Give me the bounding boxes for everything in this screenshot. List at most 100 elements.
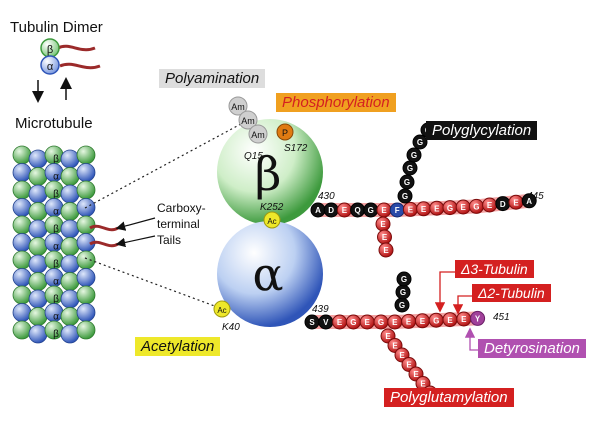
- site-k40: K40: [222, 322, 240, 333]
- alpha-acetyl-badge-text: Ac: [217, 306, 226, 315]
- alpha-tail-residue-letter: E: [392, 318, 398, 327]
- beta-tail-residue-letter: F: [395, 206, 400, 215]
- microtubule-subunit: [76, 250, 96, 270]
- site-beta-445: 445: [527, 191, 544, 202]
- microtubule-subunit: [60, 149, 80, 169]
- beta-acetyl-badge-text: Ac: [267, 217, 276, 226]
- microtubule-subunit: [12, 198, 32, 217]
- microtubule-subunit: [60, 324, 80, 344]
- microtubule-subunit: [28, 324, 48, 344]
- site-q15: Q15: [244, 151, 263, 162]
- microtubule-subunit: [60, 272, 80, 291]
- site-alpha-451: 451: [493, 312, 510, 323]
- beta-tail-residue-letter: E: [421, 205, 427, 214]
- alpha-tail-residue-letter: G: [378, 318, 384, 327]
- alpha-branch-glu-residue-letter: E: [399, 351, 405, 360]
- microtubule-subunit: [76, 145, 96, 165]
- microtubule-subunit: [12, 180, 32, 200]
- microtubule-beta-label: β: [53, 259, 59, 270]
- delta2-arrow: [452, 295, 472, 315]
- carboxy-terminal-line3: Tails: [157, 233, 181, 247]
- alpha-tail-residue-letter: E: [461, 315, 467, 324]
- beta-tail-residue-letter: E: [381, 206, 387, 215]
- microtubule-subunit: [12, 233, 32, 252]
- carboxy-terminal-line2: terminal: [157, 217, 200, 231]
- site-k252: K252: [260, 202, 284, 213]
- alpha-tail-residue-letter: Y: [475, 315, 481, 324]
- beta-tail-residue-letter: E: [408, 206, 414, 215]
- alpha-branch-glu-residue-letter: E: [385, 332, 391, 341]
- carboxy-terminal-line1: Carboxy-: [157, 201, 206, 215]
- alpha-tail-residue-letter: G: [433, 316, 439, 325]
- zoom-line-top: [84, 117, 253, 209]
- label-delta2-tubulin: Δ2-Tubulin: [472, 284, 551, 302]
- beta-tail-residue-letter: A: [315, 206, 321, 215]
- microtubule-tail-1: [89, 224, 119, 232]
- beta-tail-residue-letter: E: [487, 201, 493, 210]
- beta-branch-glu-residue: [378, 242, 394, 258]
- alpha-acetyl-badge: [213, 300, 231, 318]
- alpha-tail-residue: [470, 310, 486, 326]
- tail-arrow-1: [115, 217, 156, 231]
- microtubule-subunit: [28, 219, 48, 239]
- beta-branch-gly-residue-letter: G: [404, 178, 410, 187]
- beta-branch-glu-residue-letter: E: [382, 233, 388, 242]
- microtubule-beta-label: β: [53, 154, 59, 165]
- beta-tubulin-sphere: [217, 119, 323, 225]
- beta-tail-residue-letter: E: [434, 204, 440, 213]
- label-detyrosination: Detyrosination: [478, 339, 586, 358]
- beta-branch-gly-residue-letter: G: [407, 164, 413, 173]
- microtubule-subunit: [60, 184, 80, 204]
- beta-tail-residue-letter: E: [461, 203, 467, 212]
- label-acetylation: Acetylation: [135, 337, 221, 356]
- beta-symbol: β: [255, 147, 282, 201]
- microtubule-subunit: [12, 163, 32, 182]
- microtubule-subunit: [76, 285, 96, 305]
- microtubule-subunit: [12, 250, 32, 270]
- microtubule-subunit: [28, 202, 48, 221]
- microtubule-subunit: [28, 184, 48, 204]
- microtubule-subunit: [28, 149, 48, 169]
- microtubule-subunit: [12, 303, 32, 322]
- microtubule-subunit: [12, 268, 32, 287]
- microtubule-subunit: [60, 202, 80, 221]
- beta-branch-glu-residue-letter: E: [383, 246, 389, 255]
- beta-tail-residue-letter: E: [342, 206, 348, 215]
- microtubule-subunit: [76, 320, 96, 340]
- microtubule-subunit: [76, 180, 96, 200]
- alpha-branch-glu-residue-letter: E: [406, 361, 412, 370]
- amine-badge-1-text: Am: [231, 102, 245, 112]
- label-delta3-tubulin: Δ3-Tubulin: [455, 260, 534, 278]
- phospho-badge: [276, 123, 294, 141]
- detyrosination-arrow: [464, 327, 480, 351]
- beta-tail-residue: [521, 193, 537, 209]
- zoom-line-bottom: [84, 257, 221, 309]
- beta-acetyl-badge: [263, 211, 281, 229]
- c-terminal-tails: ADEQGEFEEEGEGEDEAEEEGGGGGGSVEGEGEEEGEEYG…: [304, 122, 537, 401]
- microtubule-subunit: [76, 215, 96, 235]
- alpha-tail-residue-letter: S: [309, 318, 315, 327]
- microtubule-subunit: [60, 167, 80, 186]
- dimer-beta-tail: [57, 44, 96, 52]
- label-polyglycylation: Polyglycylation: [426, 121, 538, 140]
- microtubule-subunit: [76, 268, 96, 287]
- microtubule-subunit: [76, 163, 96, 182]
- microtubule-tail-2: [89, 240, 119, 248]
- dimer-alpha-tail: [59, 62, 101, 70]
- beta-branch-gly-residue: [406, 147, 422, 163]
- microtubule-subunit: [28, 289, 48, 309]
- microtubule-subunit: [60, 289, 80, 309]
- amine-badge-3-text: Am: [251, 130, 265, 140]
- microtubule-subunit: [60, 307, 80, 326]
- microtubule-subunit: [76, 303, 96, 322]
- microtubule-alpha-label: α: [53, 207, 59, 218]
- beta-branch-gly-residue-letter: G: [417, 138, 423, 147]
- beta-tail-residue-letter: G: [447, 204, 453, 213]
- beta-tail-residue-letter: D: [500, 200, 506, 209]
- microtubule-title: Microtubule: [15, 115, 93, 132]
- label-polyamination: Polyamination: [159, 69, 266, 88]
- beta-tail-residue-letter: D: [328, 206, 334, 215]
- label-phosphorylation: Phosphorylation: [276, 93, 396, 112]
- alpha-tail-residue-letter: E: [406, 318, 412, 327]
